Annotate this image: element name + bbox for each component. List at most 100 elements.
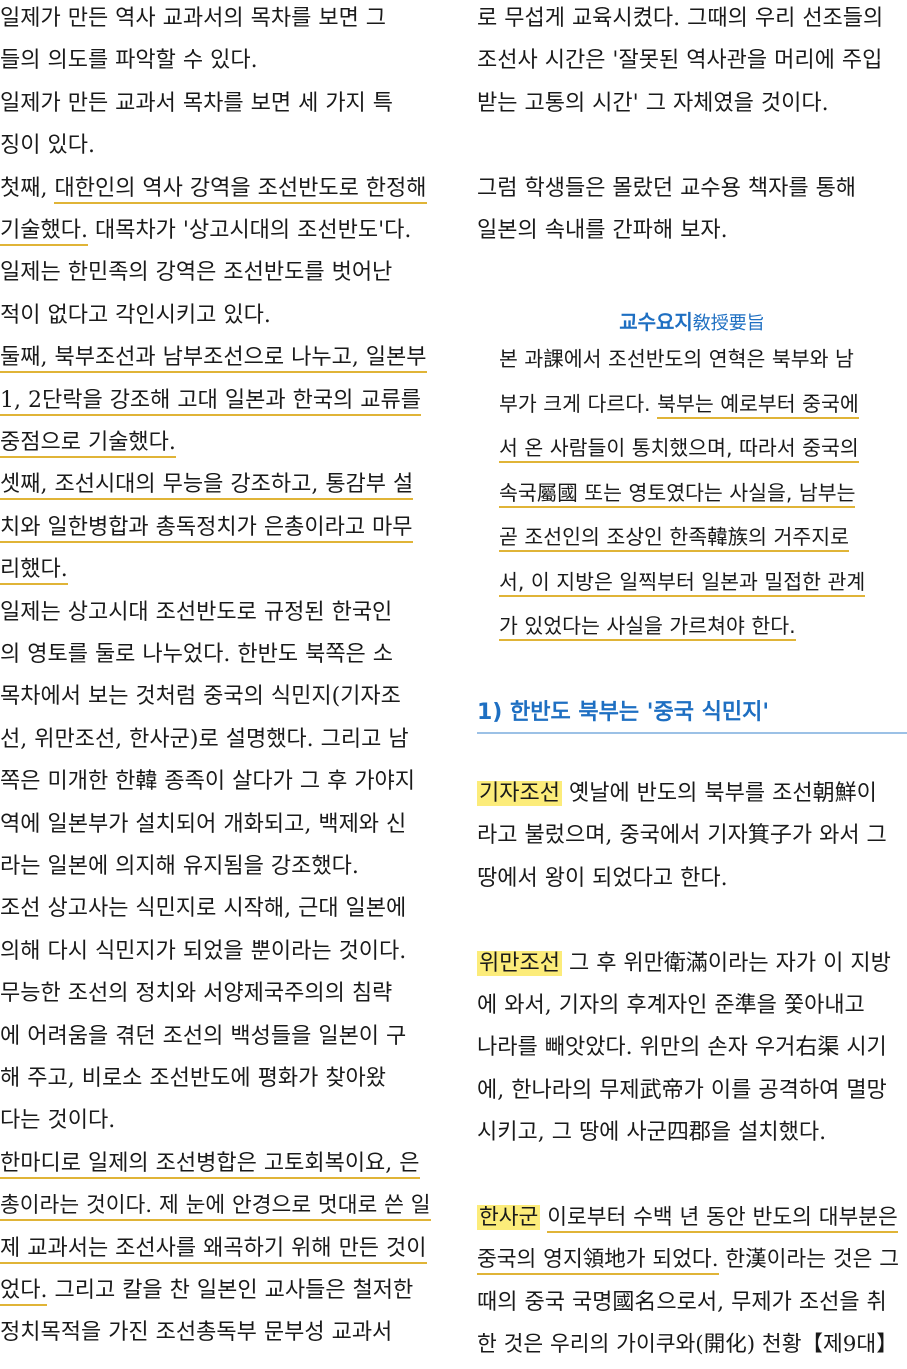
- text-line: 한 것은 우리의 가이쿠와(開化) 천황【제9대】: [477, 1324, 907, 1366]
- text-line: 중국의 영지領地가 되었다. 한漢이라는 것은 그: [477, 1239, 907, 1281]
- text-line: 기술했다. 대목차가 '상고시대의 조선반도'다.: [0, 210, 432, 252]
- text-segment: 부가 크게 다르다.: [499, 391, 658, 416]
- underlined-text: 셋째, 조선시대의 무능을 강조하고, 통감부 설: [0, 472, 414, 501]
- text-line: 땅에서 왕이 되었다고 한다.: [477, 858, 907, 900]
- text-segment: 들의 의도를 파악할 수 있다.: [0, 48, 258, 74]
- text-line: 일본의 속내를 간파해 보자.: [477, 210, 907, 252]
- text-line: 에 어려움을 겪던 조선의 백성들을 일본이 구: [0, 1016, 432, 1058]
- text-line: 로 무섭게 교육시켰다. 그때의 우리 선조들의: [477, 0, 907, 40]
- text-segment: 의 영토를 둘로 나누었다. 한반도 북쪽은 소: [0, 642, 394, 667]
- underlined-text: 제 교과서는 조선사를 왜곡하기 위해 만든 것이: [0, 1235, 427, 1264]
- text-line: 서, 이 지방은 일찍부터 일본과 밀접한 관계: [499, 561, 907, 603]
- text-line: 속국屬國 또는 영토였다는 사실을, 남부는: [499, 472, 907, 514]
- text-segment: 일제는 한민족의 강역은 조선반도를 벗어난: [0, 260, 393, 286]
- text-line: 일제는 한민족의 강역은 조선반도를 벗어난: [0, 252, 432, 294]
- text-line: 받는 고통의 시간' 그 자체였을 것이다.: [477, 83, 907, 125]
- text-segment: 쪽은 미개한 한韓 종족이 살다가 그 후 가야지: [0, 769, 416, 795]
- text-line: 그럼 학생들은 몰랐던 교수용 책자를 통해: [477, 168, 907, 210]
- text-segment: 일제가 만든 교과서 목차를 보면 세 가지 특: [0, 90, 394, 116]
- text-segment: 대목차가 '상고시대의 조선반도'다.: [87, 218, 412, 243]
- text-line: 들의 의도를 파악할 수 있다.: [0, 40, 432, 82]
- text-line: 가 있었다는 사실을 가르쳐야 한다.: [499, 605, 907, 647]
- underlined-text: 한마디로 일제의 조선병합은 고토회복이요, 은: [0, 1150, 420, 1179]
- underlined-text: 속국屬國 또는 영토였다는 사실을, 남부는: [499, 480, 856, 508]
- underlined-text: 둘째, 북부조선과 남부조선으로 나누고, 일본부: [0, 345, 427, 374]
- text-line: 에, 한나라의 무제武帝가 이를 공격하여 멸망: [477, 1070, 907, 1112]
- text-line: 선, 위만조선, 한사군)로 설명했다. 그리고 남: [0, 719, 432, 761]
- text-segment: 일제는 상고시대 조선반도로 규정된 한국인: [0, 599, 393, 625]
- underlined-text: 서 온 사람들이 통치했으며, 따라서 중국의: [499, 436, 859, 463]
- text-segment: 조선 상고사는 식민지로 시작해, 근대 일본에: [0, 896, 407, 922]
- text-line: 곧 조선인의 조상인 한족韓族의 거주지로: [499, 516, 907, 558]
- text-segment: 라고 불렀으며, 중국에서 기자箕子가 와서 그: [477, 823, 887, 849]
- text-line: 라는 일본에 의지해 유지됨을 강조했다.: [0, 846, 432, 888]
- underlined-text: 북부는 예로부터 중국에: [657, 391, 859, 419]
- text-segment: 선, 위만조선, 한사군)로 설명했다. 그리고 남: [0, 726, 409, 752]
- underlined-text: 었다.: [0, 1278, 48, 1306]
- text-segment: 한 것은 우리의 가이쿠와(開化) 천황【제9대】: [477, 1332, 898, 1358]
- text-line: 해 주고, 비로소 조선반도에 평화가 찾아왔: [0, 1058, 432, 1100]
- underlined-text: 이로부터 수백 년 동안 반도의 대부분은: [547, 1205, 898, 1233]
- text-segment: 에, 한나라의 무제武帝가 이를 공격하여 멸망: [477, 1077, 887, 1103]
- text-line: 조선 상고사는 식민지로 시작해, 근대 일본에: [0, 888, 432, 930]
- text-line: 라고 불렀으며, 중국에서 기자箕子가 와서 그: [477, 815, 907, 857]
- text-line: 의 영토를 둘로 나누었다. 한반도 북쪽은 소: [0, 634, 432, 676]
- underlined-text: 1, 2단락을 강조해 고대 일본과 한국의 교류를: [0, 387, 422, 416]
- text-line: 때의 중국 국명國名으로서, 무제가 조선을 취: [477, 1282, 907, 1324]
- text-line: 적이 없다고 각인시키고 있다.: [0, 295, 432, 337]
- text-line: 일제는 상고시대 조선반도로 규정된 한국인: [0, 592, 432, 634]
- underlined-text: 서, 이 지방은 일찍부터 일본과 밀접한 관계: [499, 569, 866, 597]
- text-line: 제 교과서는 조선사를 왜곡하기 위해 만든 것이: [0, 1228, 432, 1270]
- text-line: 의해 다시 식민지가 되었을 뿐이라는 것이다.: [0, 931, 432, 973]
- highlighted-term: 위만조선: [477, 950, 562, 976]
- highlighted-term: 한사군: [477, 1205, 541, 1230]
- text-segment: 그리고 칼을 찬 일본인 교사들은 철저한: [47, 1278, 414, 1303]
- text-segment: 의해 다시 식민지가 되었을 뿐이라는 것이다.: [0, 938, 407, 964]
- text-line: 서 온 사람들이 통치했으며, 따라서 중국의: [499, 427, 907, 469]
- highlighted-term: 기자조선: [477, 781, 562, 806]
- section-heading: 1) 한반도 북부는 '중국 식민지': [477, 694, 907, 734]
- text-segment: 한漢이라는 것은 그: [718, 1247, 899, 1273]
- text-line: 한마디로 일제의 조선병합은 고토회복이요, 은: [0, 1143, 432, 1185]
- text-segment: 목차에서 보는 것처럼 중국의 식민지(기자조: [0, 684, 401, 710]
- text-segment: 때의 중국 국명國名으로서, 무제가 조선을 취: [477, 1289, 887, 1315]
- text-segment: 무능한 조선의 정치와 서양제국주의의 침략: [0, 981, 393, 1007]
- underlined-text: 중국의 영지領地가 되었다.: [477, 1247, 719, 1276]
- text-line: 다는 것이다.: [0, 1100, 432, 1142]
- text-line: 치와 일한병합과 총독정치가 은총이라고 마무: [0, 507, 432, 549]
- text-segment: 그럼 학생들은 몰랐던 교수용 책자를 통해: [477, 175, 857, 201]
- underlined-text: 대한인의 역사 강역을 조선반도로 한정해: [54, 175, 427, 204]
- text-line: 본 과課에서 조선반도의 연혁은 북부와 남: [499, 338, 907, 380]
- text-segment: 조선사 시간은 '잘못된 역사관을 머리에 주입: [477, 48, 883, 74]
- text-line: 나라를 빼앗았다. 위만의 손자 우거右渠 시기: [477, 1027, 907, 1069]
- text-segment: 시키고, 그 땅에 사군四郡을 설치했다.: [477, 1120, 827, 1146]
- underlined-text: 치와 일한병합과 총독정치가 은총이라고 마무: [0, 514, 413, 543]
- text-segment: 일본의 속내를 간파해 보자.: [477, 218, 728, 243]
- text-line: [477, 1155, 907, 1197]
- text-line: 일제가 만든 역사 교과서의 목차를 보면 그: [0, 0, 432, 40]
- text-line: 무능한 조선의 정치와 서양제국주의의 침략: [0, 973, 432, 1015]
- underlined-text: 리했다.: [0, 557, 68, 586]
- text-segment: 로 무섭게 교육시켰다. 그때의 우리 선조들의: [477, 6, 884, 31]
- text-line: 징이 있다.: [0, 125, 432, 167]
- underlined-text: 가 있었다는 사실을 가르쳐야 한다.: [499, 614, 796, 641]
- text-line: 에 와서, 기자의 후계자인 준準을 쫓아내고: [477, 985, 907, 1027]
- text-line: 역에 일본부가 설치되어 개화되고, 백제와 신: [0, 804, 432, 846]
- text-line: 정치목적을 가진 조선총독부 문부성 교과서: [0, 1312, 432, 1354]
- text-segment: 징이 있다.: [0, 133, 95, 159]
- text-segment: 일제가 만든 역사 교과서의 목차를 보면 그: [0, 6, 387, 31]
- text-segment: 옛날에 반도의 북부를 조선朝鮮이: [561, 781, 877, 806]
- text-segment: 다는 것이다.: [0, 1108, 116, 1134]
- text-segment: 본 과課에서 조선반도의 연혁은 북부와 남: [499, 347, 854, 371]
- text-segment: 땅에서 왕이 되었다고 한다.: [477, 865, 728, 891]
- text-line: 1, 2단락을 강조해 고대 일본과 한국의 교류를: [0, 380, 432, 422]
- text-line: 총이라는 것이다. 제 눈에 안경으로 멋대로 쓴 일: [0, 1185, 432, 1227]
- text-line: 시키고, 그 땅에 사군四郡을 설치했다.: [477, 1112, 907, 1154]
- text-line: 셋째, 조선시대의 무능을 강조하고, 통감부 설: [0, 464, 432, 506]
- underlined-text: 기술했다.: [0, 218, 88, 246]
- text-segment: 에 와서, 기자의 후계자인 준準을 쫓아내고: [477, 993, 865, 1018]
- text-line: 쪽은 미개한 한韓 종족이 살다가 그 후 가야지: [0, 761, 432, 803]
- text-segment: 적이 없다고 각인시키고 있다.: [0, 302, 271, 328]
- underlined-text: 곧 조선인의 조상인 한족韓族의 거주지로: [499, 525, 849, 552]
- text-segment: 첫째,: [0, 175, 55, 201]
